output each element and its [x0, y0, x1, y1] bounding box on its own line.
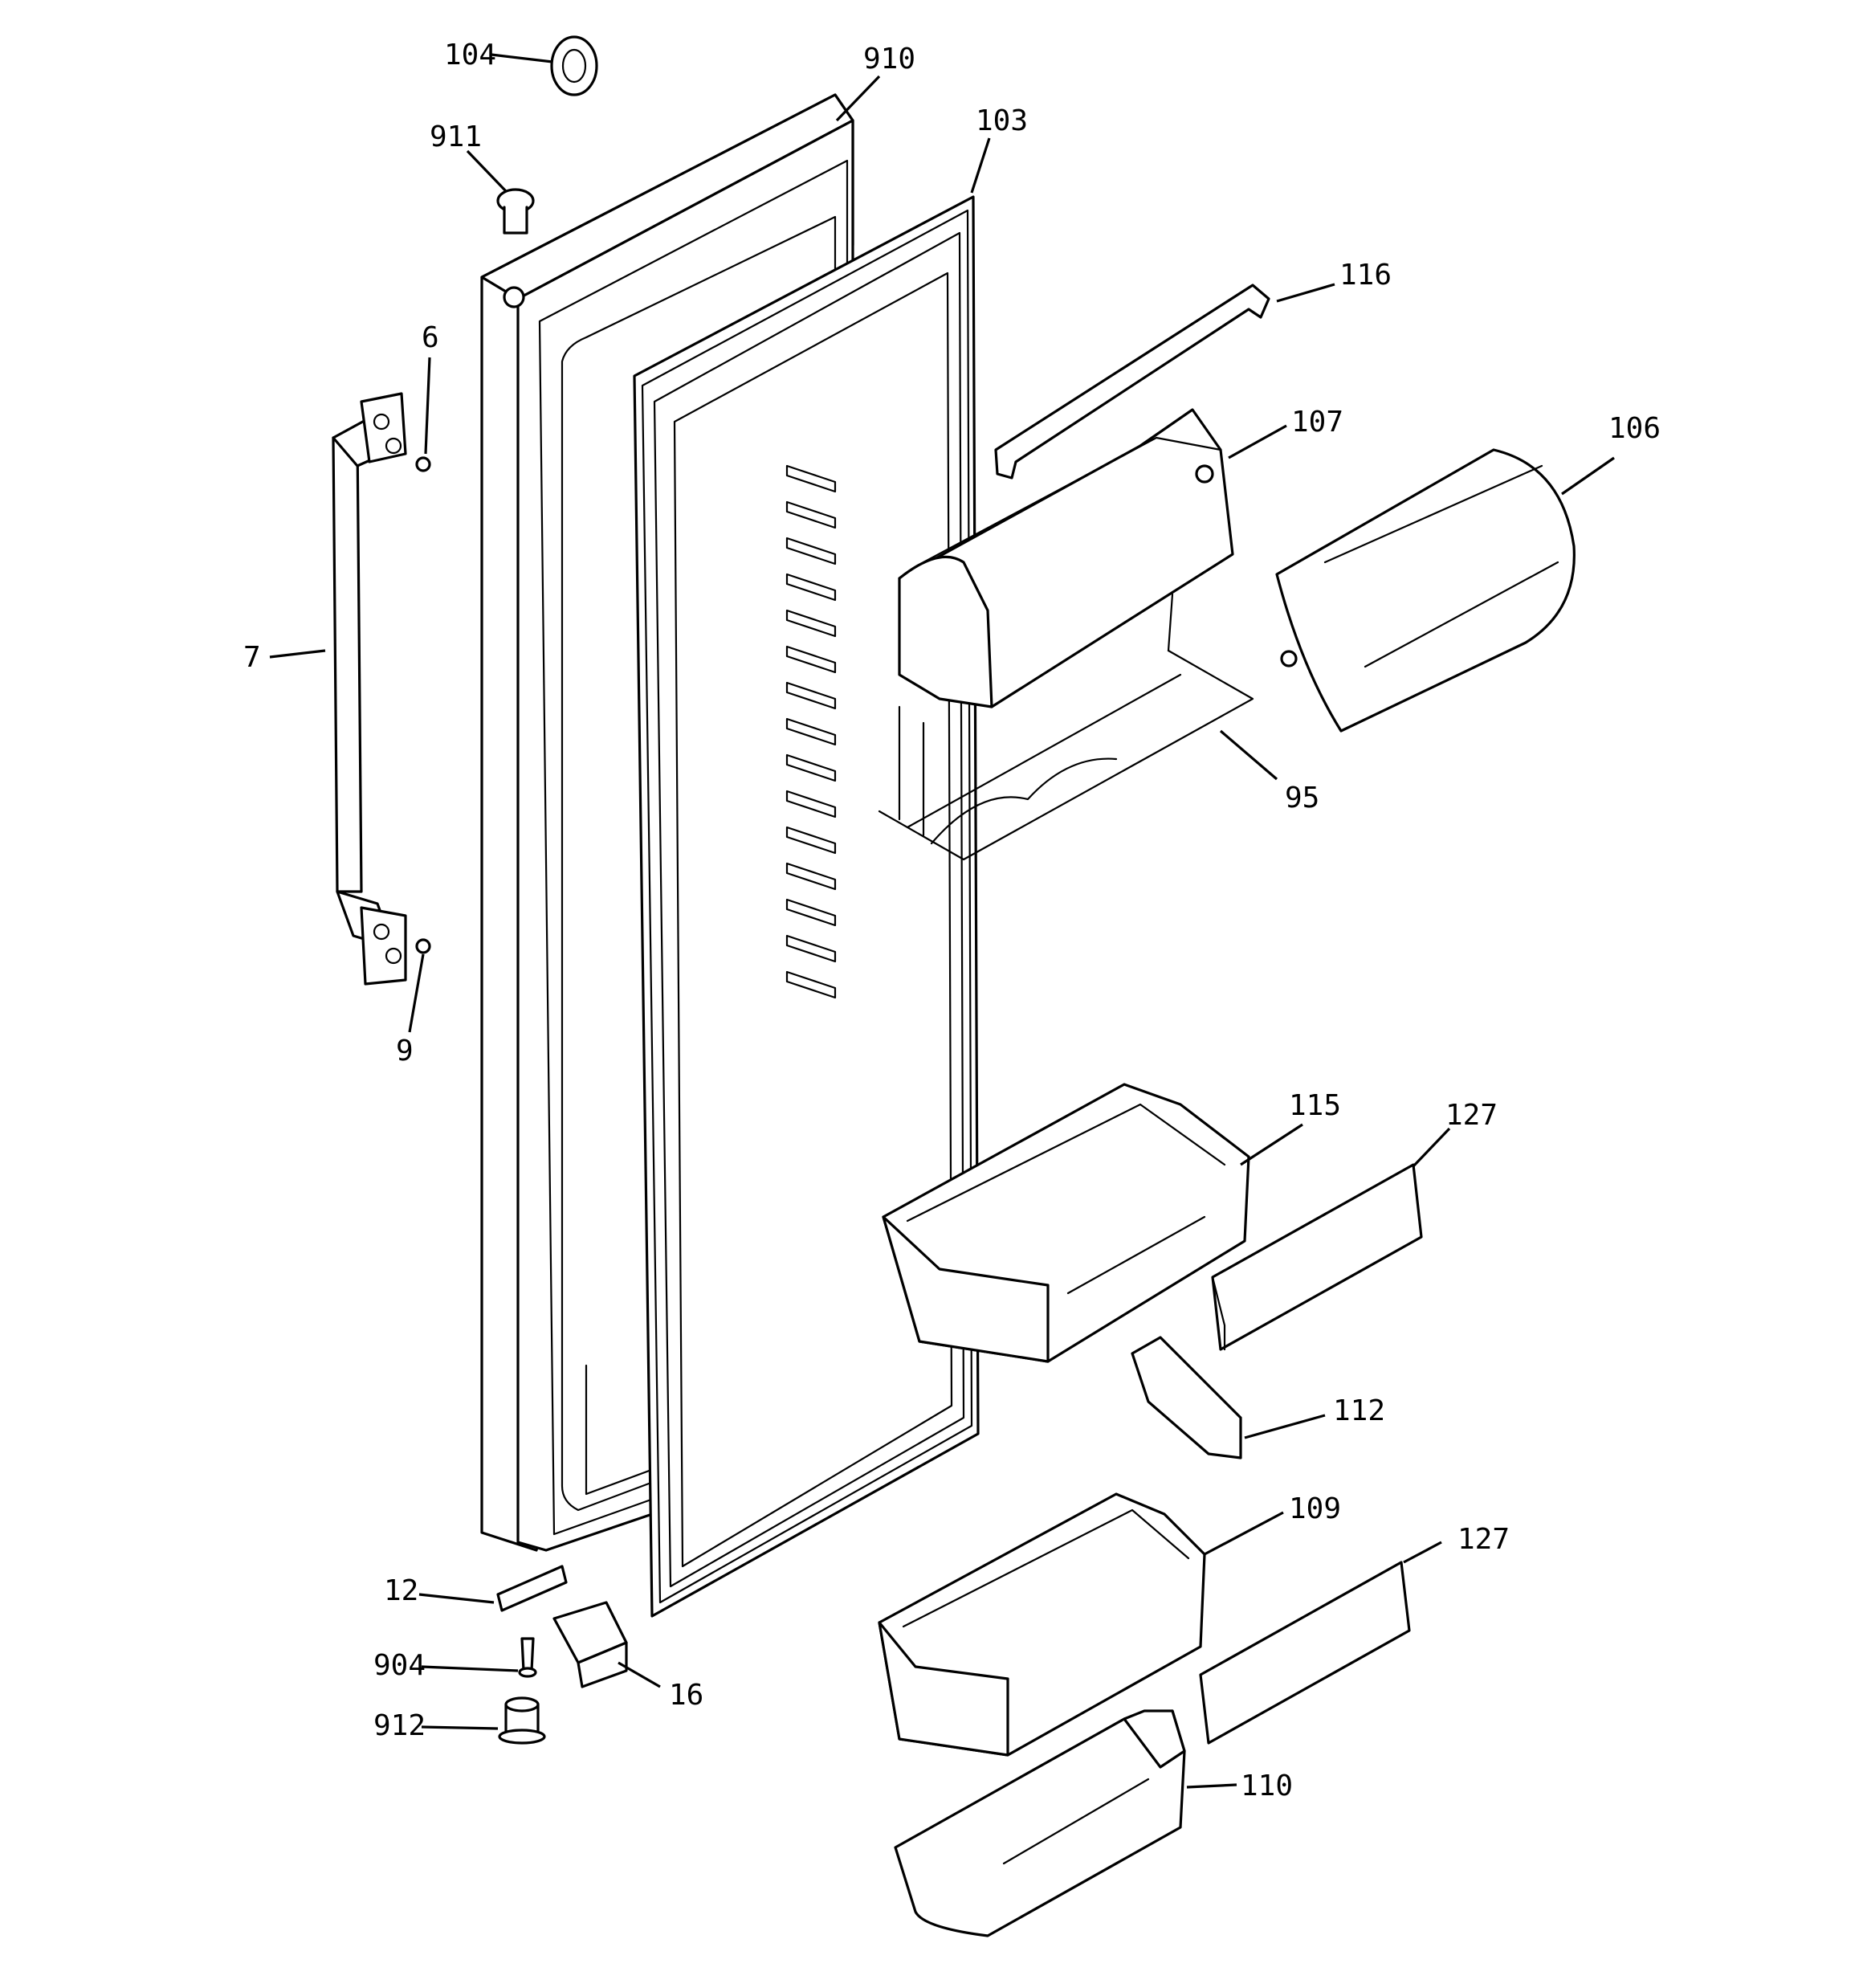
callout-104: 104	[444, 39, 496, 71]
hinge-bracket-16	[552, 1601, 628, 1688]
door-bin-bottom	[894, 1709, 1186, 1937]
callout-6: 6	[422, 321, 439, 354]
callout-labels: 104 910 911 103 116 6 107 106 7 95 9 115…	[243, 39, 1661, 1802]
callout-127-upper: 127	[1445, 1099, 1498, 1132]
callout-9: 9	[396, 1035, 414, 1067]
screw-9	[415, 938, 431, 954]
callout-95: 95	[1285, 782, 1319, 814]
door-bin-middle	[882, 1083, 1250, 1363]
bin-end-cap	[1131, 1336, 1242, 1459]
callout-106: 106	[1608, 412, 1661, 445]
door-bin-upper	[898, 408, 1234, 708]
callout-7: 7	[243, 641, 261, 674]
callout-912: 912	[373, 1709, 426, 1742]
callout-127-lower: 127	[1457, 1523, 1510, 1556]
bin-front-127-upper	[1211, 1163, 1423, 1351]
plug-button-104	[550, 35, 598, 96]
door-handle	[332, 392, 407, 986]
callout-115: 115	[1289, 1089, 1341, 1122]
callout-112: 112	[1333, 1394, 1385, 1427]
screw-904	[518, 1637, 537, 1678]
callout-911: 911	[430, 120, 482, 153]
wire-rack	[878, 593, 1254, 861]
callout-110: 110	[1241, 1770, 1293, 1802]
callout-904: 904	[373, 1649, 426, 1682]
screw-6	[415, 456, 431, 472]
callout-107: 107	[1291, 406, 1343, 439]
shelf-bar	[994, 284, 1270, 480]
bin-front-127-lower	[1199, 1561, 1411, 1745]
hinge-plate-12	[496, 1565, 568, 1612]
bin-cover	[1275, 448, 1576, 733]
callout-103: 103	[976, 104, 1028, 137]
door-bin-lower	[878, 1492, 1206, 1757]
callout-910: 910	[863, 43, 915, 76]
leader-lines	[269, 53, 1615, 1789]
callout-12: 12	[384, 1574, 418, 1607]
hinge-pin-912	[498, 1696, 546, 1745]
callout-116: 116	[1339, 259, 1392, 292]
callout-109: 109	[1289, 1492, 1341, 1525]
hinge-bushing-911	[496, 188, 535, 235]
liner-shelf-ribs	[785, 464, 837, 999]
callout-16: 16	[669, 1679, 703, 1712]
